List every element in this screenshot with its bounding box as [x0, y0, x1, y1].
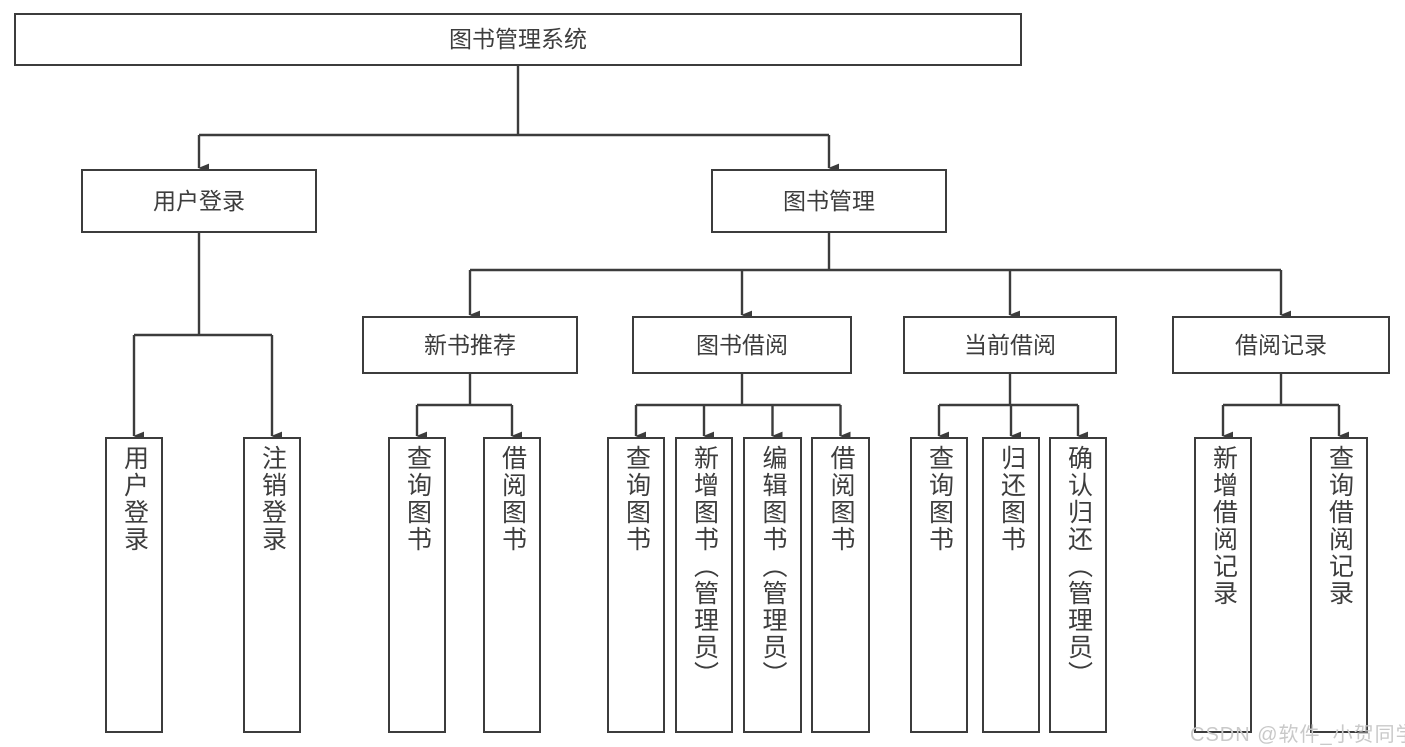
- node-label-newbook: 新书推荐: [424, 331, 516, 358]
- edge-group: [132, 66, 1350, 441]
- node-l-radd[interactable]: 新增借阅记录: [1194, 437, 1252, 733]
- node-bookmgmt[interactable]: 图书管理: [711, 169, 947, 233]
- node-l-bborrow[interactable]: 借阅图书: [811, 437, 870, 733]
- node-label-l-nb-borrow: 借阅图书: [498, 445, 527, 553]
- node-l-creturn[interactable]: 归还图书: [982, 437, 1040, 733]
- node-label-bookmgmt: 图书管理: [783, 187, 875, 214]
- node-label-l-login: 用户登录: [120, 445, 149, 553]
- node-label-records: 借阅记录: [1235, 331, 1327, 358]
- node-label-l-rquery: 查询借阅记录: [1325, 445, 1354, 607]
- node-label-l-radd: 新增借阅记录: [1209, 445, 1238, 607]
- node-label-l-cconfirm: 确认归还（管理员）: [1064, 445, 1093, 688]
- node-current[interactable]: 当前借阅: [903, 316, 1117, 374]
- node-l-badd[interactable]: 新增图书（管理员）: [675, 437, 733, 733]
- node-label-borrow: 图书借阅: [696, 331, 788, 358]
- node-label-l-bedit: 编辑图书（管理员）: [759, 445, 787, 688]
- node-label-l-bborrow: 借阅图书: [827, 445, 855, 553]
- node-l-nb-borrow[interactable]: 借阅图书: [483, 437, 541, 733]
- node-l-logout[interactable]: 注销登录: [243, 437, 301, 733]
- node-label-l-nb-query: 查询图书: [403, 445, 432, 553]
- node-l-bq[interactable]: 查询图书: [607, 437, 665, 733]
- node-l-cq[interactable]: 查询图书: [910, 437, 968, 733]
- node-l-bedit[interactable]: 编辑图书（管理员）: [743, 437, 802, 733]
- node-l-cconfirm[interactable]: 确认归还（管理员）: [1049, 437, 1107, 733]
- node-label-l-badd: 新增图书（管理员）: [690, 445, 719, 688]
- node-label-l-creturn: 归还图书: [997, 445, 1026, 553]
- node-label-l-logout: 注销登录: [258, 445, 287, 553]
- node-label-l-bq: 查询图书: [622, 445, 651, 553]
- node-label-current: 当前借阅: [964, 331, 1056, 358]
- node-borrow[interactable]: 图书借阅: [632, 316, 852, 374]
- node-label-login: 用户登录: [153, 187, 245, 214]
- node-login[interactable]: 用户登录: [81, 169, 317, 233]
- csdn-watermark: CSDN @软件_小贺同学: [1190, 724, 1405, 746]
- node-label-root: 图书管理系统: [449, 26, 587, 53]
- node-l-nb-query[interactable]: 查询图书: [388, 437, 446, 733]
- node-root[interactable]: 图书管理系统: [14, 13, 1022, 66]
- node-records[interactable]: 借阅记录: [1172, 316, 1390, 374]
- node-newbook[interactable]: 新书推荐: [362, 316, 578, 374]
- node-l-rquery[interactable]: 查询借阅记录: [1310, 437, 1368, 733]
- node-label-l-cq: 查询图书: [925, 445, 954, 553]
- node-l-login[interactable]: 用户登录: [105, 437, 163, 733]
